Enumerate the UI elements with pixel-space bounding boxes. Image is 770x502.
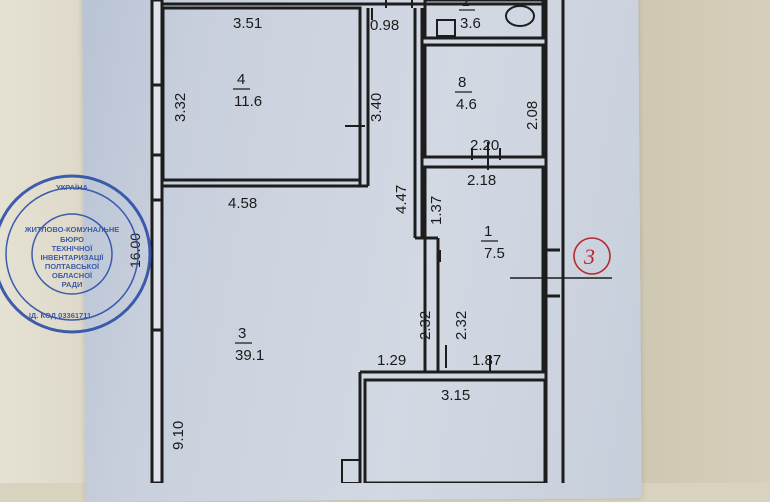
dim-16-00: 16.00 — [127, 233, 143, 268]
official-stamp: ЖИТЛОВО-КОМУНАЛЬНЕ БЮРО ТЕХНІЧНОЇ ІНВЕНТ… — [0, 174, 152, 334]
left-wall — [150, 0, 164, 483]
dim-1-37: 1.37 — [428, 196, 445, 225]
room-2-area: 3.6 — [460, 15, 481, 32]
dim-2-32-left: 2.32 — [417, 311, 434, 340]
stamp-line-6: ОБЛАСНОЇ — [52, 271, 93, 280]
room-1-area: 7.5 — [484, 245, 505, 262]
dim-0-98: 0.98 — [370, 17, 399, 34]
dim-2-32-right: 2.32 — [453, 311, 470, 340]
room-3-number: 3 — [238, 325, 246, 342]
dim-1-87: 1.87 — [472, 352, 501, 369]
dim-2-08: 2.08 — [524, 101, 541, 130]
stamp-line-5: ПОЛТАВСЬКОЇ — [45, 262, 100, 271]
stamp-code: ІД. КОД 03361711 — [29, 311, 91, 320]
dim-3-32: 3.32 — [172, 93, 189, 122]
dim-1-29: 1.29 — [377, 352, 406, 369]
room-2-outline — [423, 0, 545, 40]
stamp-line-7: РАДИ — [62, 280, 83, 289]
stamp-line-0: УКРАЇНА — [56, 183, 88, 192]
dim-2-18: 2.18 — [467, 172, 496, 189]
dim-3-15: 3.15 — [441, 387, 470, 404]
stamp-line-1: ЖИТЛОВО-КОМУНАЛЬНЕ — [24, 225, 120, 234]
dim-4-47: 4.47 — [393, 185, 410, 214]
stamp-line-4: ІНВЕНТАРИЗАЦІЇ — [41, 253, 105, 262]
dim-3-40: 3.40 — [368, 93, 385, 122]
dim-3-51: 3.51 — [233, 15, 262, 32]
floor-plan: 3.51 0.98 3.32 3.40 4.58 4.47 2.08 2.20 … — [0, 0, 612, 483]
marker-number: 3 — [583, 244, 595, 269]
room-bottom-outline — [363, 378, 547, 483]
room-8-area: 4.6 — [456, 96, 477, 113]
room-8-outline — [423, 43, 545, 159]
room-1-number: 1 — [484, 223, 492, 240]
dim-4-58: 4.58 — [228, 195, 257, 212]
room-2-number: 2 — [462, 0, 470, 9]
room-4-area: 11.6 — [234, 93, 262, 110]
dim-2-20: 2.20 — [470, 137, 499, 154]
room-3-area: 39.1 — [235, 347, 264, 364]
room-4-number: 4 — [237, 71, 245, 88]
stamp-line-3: ТЕХНІЧНОЇ — [52, 244, 94, 253]
dim-9-10: 9.10 — [170, 421, 187, 450]
handwritten-marker: 3 — [573, 237, 611, 275]
room-8-number: 8 — [458, 74, 466, 91]
stamp-line-2: БЮРО — [60, 235, 84, 244]
